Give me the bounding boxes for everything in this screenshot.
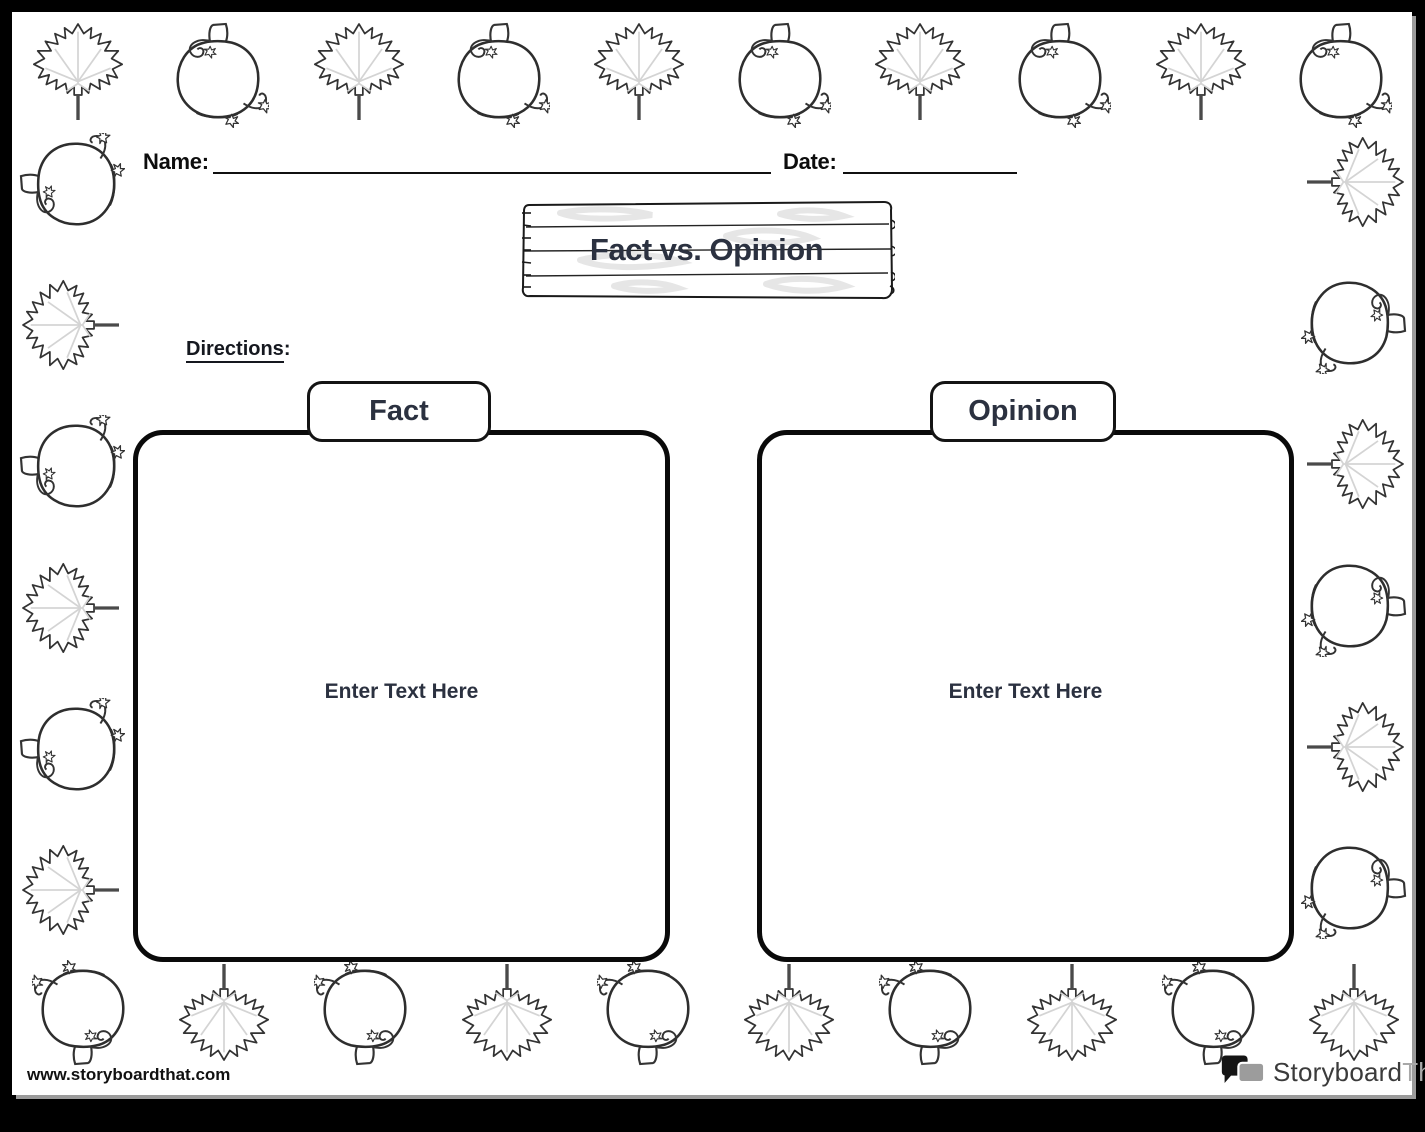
maple-leaf-icon (22, 556, 119, 660)
name-input-line[interactable] (213, 172, 771, 174)
maple-leaf-icon (1307, 695, 1404, 799)
name-label: Name: (143, 149, 209, 174)
opinion-tab-label: Opinion (968, 395, 1078, 427)
title-sign: Fact vs. Opinion (518, 198, 895, 302)
worksheet-title: Fact vs. Opinion (589, 232, 824, 267)
logo-text-primary: Storyboard (1273, 1056, 1403, 1087)
maple-leaf-icon (741, 960, 837, 1064)
maple-leaf-icon (1307, 412, 1404, 516)
speech-bubbles-icon (1221, 1055, 1266, 1084)
logo-text: StoryboardThat (1273, 1057, 1425, 1088)
border-top (30, 20, 1392, 130)
pumpkin-icon (1301, 834, 1407, 942)
website-url: www.storyboardthat.com (27, 1065, 231, 1084)
date-input-line[interactable] (843, 172, 1017, 174)
worksheet-page: Name: Date: (12, 12, 1425, 1095)
border-bottom (32, 960, 1402, 1074)
maple-leaf-icon (22, 838, 119, 942)
wood-sign-icon (521, 200, 895, 300)
border-left (18, 130, 125, 942)
pumpkin-icon (1301, 552, 1407, 660)
maple-leaf-icon (1307, 130, 1404, 234)
pumpkin-icon (729, 20, 831, 128)
pumpkin-icon (1290, 20, 1392, 128)
pumpkin-icon (19, 695, 125, 803)
maple-leaf-icon (30, 20, 126, 124)
fact-tab-label: Fact (369, 395, 429, 427)
opinion-placeholder-text[interactable]: Enter Text Here (948, 680, 1103, 703)
pumpkin-icon (314, 960, 416, 1068)
fact-tab: Fact (307, 381, 491, 442)
pumpkin-icon (596, 960, 699, 1068)
logo-text-secondary: That (1402, 1056, 1425, 1087)
pumpkin-icon (879, 960, 981, 1068)
opinion-tab: Opinion (930, 381, 1116, 442)
directions-colon: : (283, 338, 291, 360)
pumpkin-icon (19, 130, 125, 238)
maple-leaf-icon (872, 20, 968, 124)
pumpkin-icon (448, 20, 550, 128)
pumpkin-icon (167, 20, 270, 128)
fact-placeholder-text[interactable]: Enter Text Here (324, 680, 479, 703)
maple-leaf-icon (1306, 960, 1402, 1064)
maple-leaf-icon (1024, 960, 1120, 1064)
maple-leaf-icon (591, 20, 687, 124)
maple-leaf-icon (459, 960, 555, 1064)
storyboardthat-logo: StoryboardThat (1220, 1052, 1425, 1092)
pumpkin-icon (19, 412, 125, 520)
border-right (1301, 130, 1408, 942)
pumpkin-icon (32, 960, 134, 1068)
directions-word: Directions (186, 338, 284, 363)
pumpkin-icon (1301, 269, 1407, 377)
pumpkin-icon (1009, 20, 1112, 128)
opinion-box[interactable] (757, 430, 1294, 962)
maple-leaf-icon (311, 20, 407, 124)
date-label: Date: (783, 149, 837, 174)
maple-leaf-icon (176, 960, 272, 1064)
maple-leaf-icon (22, 273, 119, 377)
maple-leaf-icon (1153, 20, 1249, 124)
directions-label: Directions: (186, 338, 291, 363)
